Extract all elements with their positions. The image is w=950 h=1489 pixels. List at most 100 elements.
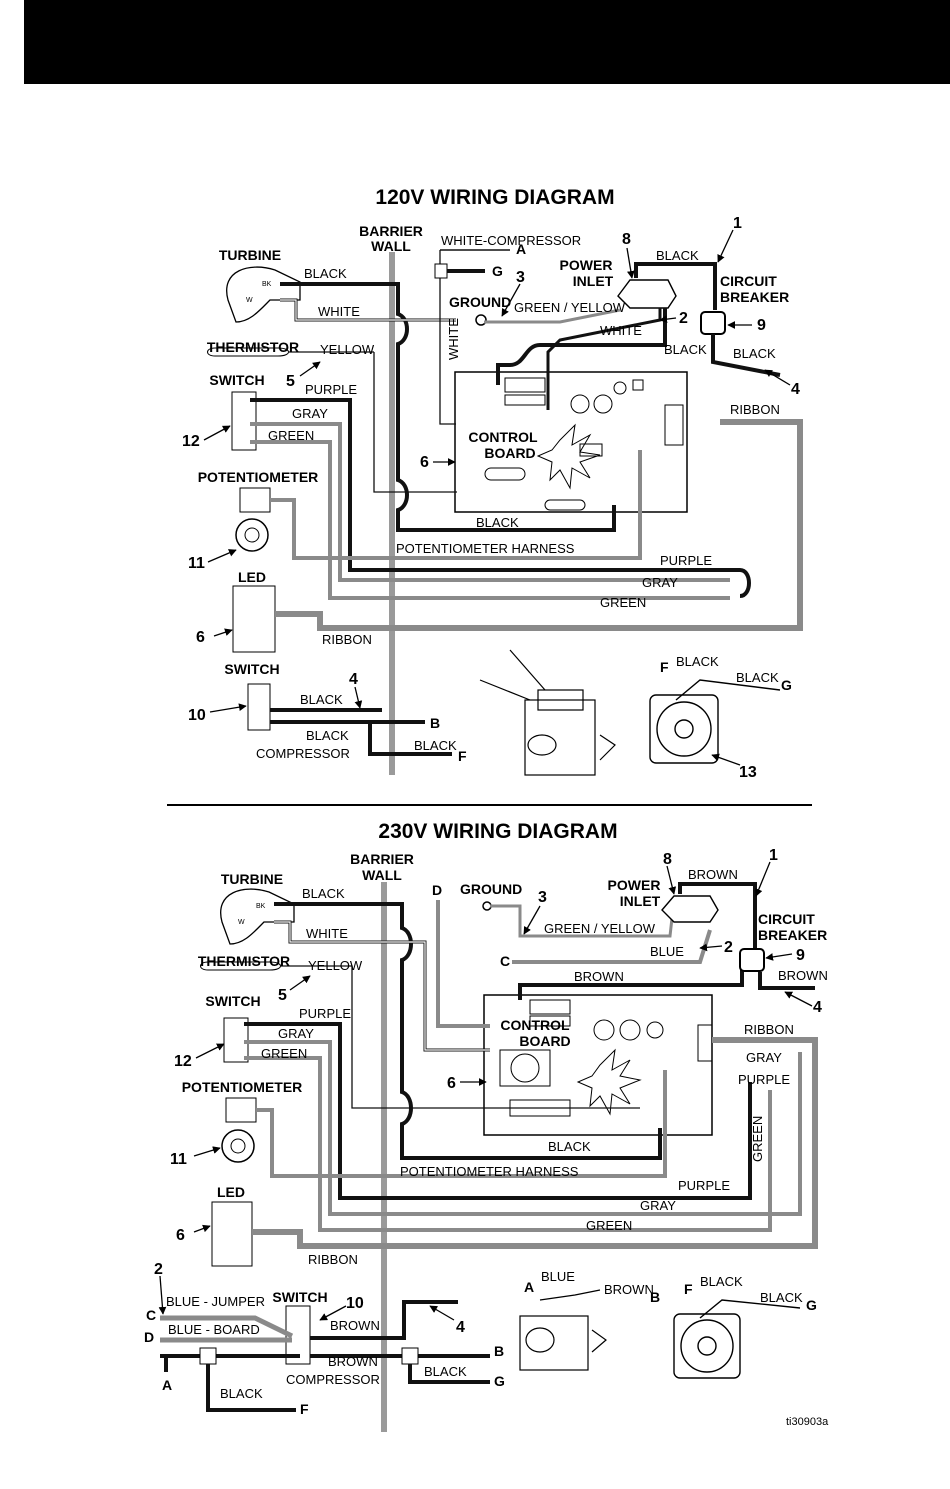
label-black-bottom: BLACK — [220, 1386, 263, 1401]
header-bar — [24, 0, 950, 84]
label-black-turbine: BLACK — [304, 266, 347, 281]
letter-a: A — [162, 1377, 172, 1393]
power-inlet-icon — [617, 279, 677, 309]
thermistor-2-icon — [200, 961, 281, 971]
callout-8: 8 — [622, 231, 631, 248]
callout-2-2: 2 — [724, 939, 733, 956]
circuit-breaker-2-label-1: CIRCUIT — [758, 911, 815, 927]
callout-2-4: 4 — [813, 999, 822, 1016]
callout-11: 11 — [188, 555, 205, 572]
label-white-vertical: WHITE — [446, 318, 461, 360]
wire-green — [250, 440, 730, 600]
control-board-label-1: CONTROL — [468, 429, 538, 445]
power-inlet-2-label-2: INLET — [620, 893, 661, 909]
terminal-w-2: W — [238, 919, 245, 926]
label-yellow-2: YELLOW — [308, 958, 363, 973]
thermistor-label: THERMISTOR — [207, 339, 299, 355]
label-green-4: GREEN — [586, 1218, 632, 1233]
compressor-icon — [479, 649, 616, 776]
label-purple-5: PURPLE — [738, 1072, 790, 1087]
callout-10: 10 — [188, 707, 206, 724]
label-black-sw: BLACK — [300, 692, 343, 707]
control-board-2 — [483, 994, 713, 1136]
label-black-fan-3: BLACK — [700, 1274, 743, 1289]
led-label: LED — [238, 569, 266, 585]
label-pot-harness: POTENTIOMETER HARNESS — [396, 541, 575, 556]
label-pot-harness-2: POTENTIOMETER HARNESS — [400, 1164, 579, 1179]
callout-4: 4 — [791, 381, 800, 398]
diagram-230v: 230V WIRING DIAGRAM BARRIER WALL CONTROL… — [144, 820, 828, 1432]
letter-f-fan-2: F — [684, 1281, 693, 1297]
turbine-icon — [226, 266, 301, 323]
label-gray: GRAY — [292, 406, 328, 421]
power-inlet-label-1: POWER — [560, 257, 613, 273]
label-gray-5: GRAY — [746, 1050, 782, 1065]
label-ribbon-3: RIBBON — [308, 1252, 358, 1267]
letter-b-comp: B — [650, 1289, 660, 1305]
callout-5: 5 — [286, 373, 295, 390]
callout-1: 1 — [733, 215, 742, 232]
label-green-5: GREEN — [750, 1116, 765, 1162]
callout-2-11: 11 — [170, 1151, 187, 1168]
letter-c: C — [146, 1307, 156, 1323]
barrier-wall-label-1: BARRIER — [359, 223, 423, 239]
label-blue-jumper: BLUE - JUMPER — [166, 1294, 265, 1309]
callout-2-3: 3 — [538, 889, 547, 906]
label-blue-comp: BLUE — [541, 1269, 575, 1284]
label-white-turbine-2: WHITE — [306, 926, 348, 941]
potentiometer-icon — [239, 487, 271, 513]
circuit-breaker-label-2: BREAKER — [720, 289, 789, 305]
wire-black-inlet — [634, 262, 717, 310]
letter-f: F — [458, 748, 467, 764]
label-brown-comp: BROWN — [328, 1354, 378, 1369]
wire-purple — [250, 398, 751, 598]
letter-a-top: A — [516, 241, 526, 257]
label-ribbon-4: RIBBON — [744, 1022, 794, 1037]
label-compressor-2: COMPRESSOR — [286, 1372, 380, 1387]
barrier-wall-label-2: WALL — [371, 238, 411, 254]
callout-3: 3 — [516, 269, 525, 286]
callout-2-4b: 4 — [456, 1319, 465, 1336]
label-green: GREEN — [268, 428, 314, 443]
fan-icon — [649, 679, 781, 764]
letter-f-2: F — [300, 1401, 309, 1417]
label-purple-4: PURPLE — [678, 1178, 730, 1193]
barrier-wall-2-label-1: BARRIER — [350, 851, 414, 867]
label-black-inlet-2: BLACK — [664, 342, 707, 357]
label-gray-3: GRAY — [278, 1026, 314, 1041]
led-2-label: LED — [217, 1184, 245, 1200]
letter-d: D — [144, 1329, 154, 1345]
label-black-fan-1: BLACK — [676, 654, 719, 669]
led-icon — [232, 585, 276, 653]
callout-2: 2 — [679, 310, 688, 327]
thermistor-icon — [207, 347, 289, 357]
control-board-label-2: BOARD — [484, 445, 535, 461]
wire-pot-harness — [270, 450, 642, 560]
label-green-yellow-2: GREEN / YELLOW — [544, 921, 656, 936]
label-brown-inlet: BROWN — [688, 867, 738, 882]
circuit-breaker-label-1: CIRCUIT — [720, 273, 777, 289]
label-blue-board: BLUE - BOARD — [168, 1322, 260, 1337]
callout-2-2b: 2 — [154, 1261, 163, 1278]
label-black-fan-2: BLACK — [736, 670, 779, 685]
label-gray-4: GRAY — [640, 1198, 676, 1213]
label-white-turbine: WHITE — [318, 304, 360, 319]
fan-2-icon — [673, 1299, 801, 1379]
letter-g-2: G — [494, 1373, 505, 1389]
letter-g-fan-2: G — [806, 1297, 817, 1313]
compressor-2-icon — [519, 1289, 607, 1371]
wire-yellow — [373, 352, 457, 493]
power-inlet-2-label-1: POWER — [608, 877, 661, 893]
label-green-2: GREEN — [600, 595, 646, 610]
turbine-2-label: TURBINE — [221, 871, 283, 887]
letter-g-top: G — [492, 263, 503, 279]
barrier-wall-2-label-2: WALL — [362, 867, 402, 883]
ground-2-label: GROUND — [460, 881, 522, 897]
switch-4-label: SWITCH — [272, 1289, 327, 1305]
circuit-breaker-2-label-2: BREAKER — [758, 927, 827, 943]
led-2-icon — [211, 1201, 253, 1267]
switch2-label: SWITCH — [224, 661, 279, 677]
label-black-comp: BLACK — [306, 728, 349, 743]
label-green-yellow: GREEN / YELLOW — [514, 300, 626, 315]
potentiometer-label: POTENTIOMETER — [198, 469, 319, 485]
